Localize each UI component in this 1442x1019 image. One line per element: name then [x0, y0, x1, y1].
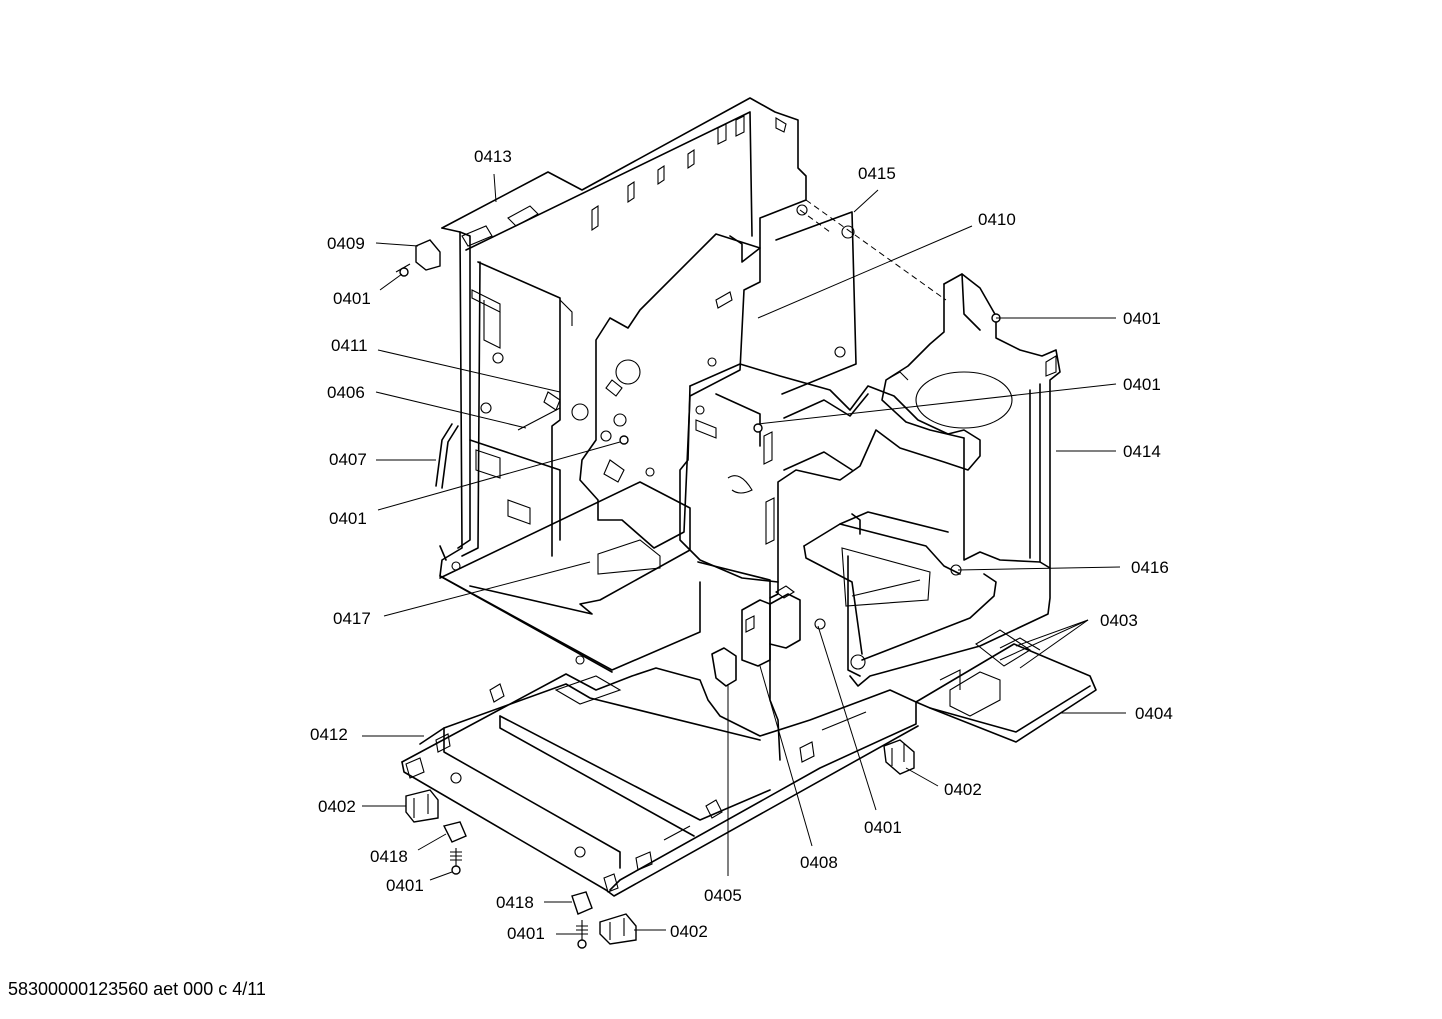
- label-0401-e: 0401: [864, 818, 902, 837]
- label-0411: 0411: [331, 336, 368, 355]
- label-0407: 0407: [329, 450, 367, 469]
- label-0418-a: 0418: [370, 847, 408, 866]
- label-0410: 0410: [978, 210, 1016, 229]
- side-plate: [775, 199, 947, 395]
- drip-tray: [915, 629, 1097, 743]
- label-0418-b: 0418: [496, 893, 534, 912]
- label-0401-d: 0401: [329, 509, 367, 528]
- label-0401-a: 0401: [333, 289, 371, 308]
- fasteners: [395, 239, 1001, 949]
- label-0405: 0405: [704, 886, 742, 905]
- label-0401-g: 0401: [507, 924, 545, 943]
- leader-lines: [362, 173, 1126, 935]
- base-plate: [439, 481, 701, 671]
- label-0409: 0409: [327, 234, 365, 253]
- label-0402-c: 0402: [670, 922, 708, 941]
- label-0406: 0406: [327, 383, 365, 402]
- part-labels: 0413 0415 0410 0409 0401 0401 0411 0401 …: [310, 147, 1173, 943]
- mounting-plate: [579, 233, 761, 549]
- label-0412: 0412: [310, 725, 348, 744]
- label-0415: 0415: [858, 164, 896, 183]
- base-frame: [401, 667, 919, 897]
- document-footer-code: 58300000123560 aet 000 c 4/11: [8, 979, 266, 999]
- label-0408: 0408: [800, 853, 838, 872]
- label-0402-a: 0402: [318, 797, 356, 816]
- label-0413: 0413: [474, 147, 512, 166]
- brewing-chassis: [679, 363, 997, 761]
- left-frame-panel: [439, 97, 808, 673]
- label-0403: 0403: [1100, 611, 1138, 630]
- connector-parts: [711, 585, 826, 687]
- label-0401-c: 0401: [1123, 375, 1161, 394]
- label-0401-f: 0401: [386, 876, 424, 895]
- label-0404: 0404: [1135, 704, 1173, 723]
- right-frame: [849, 273, 1061, 687]
- label-0416: 0416: [1131, 558, 1169, 577]
- label-0401-b: 0401: [1123, 309, 1161, 328]
- label-0402-b: 0402: [944, 780, 982, 799]
- label-0414: 0414: [1123, 442, 1161, 461]
- label-0417: 0417: [333, 609, 371, 628]
